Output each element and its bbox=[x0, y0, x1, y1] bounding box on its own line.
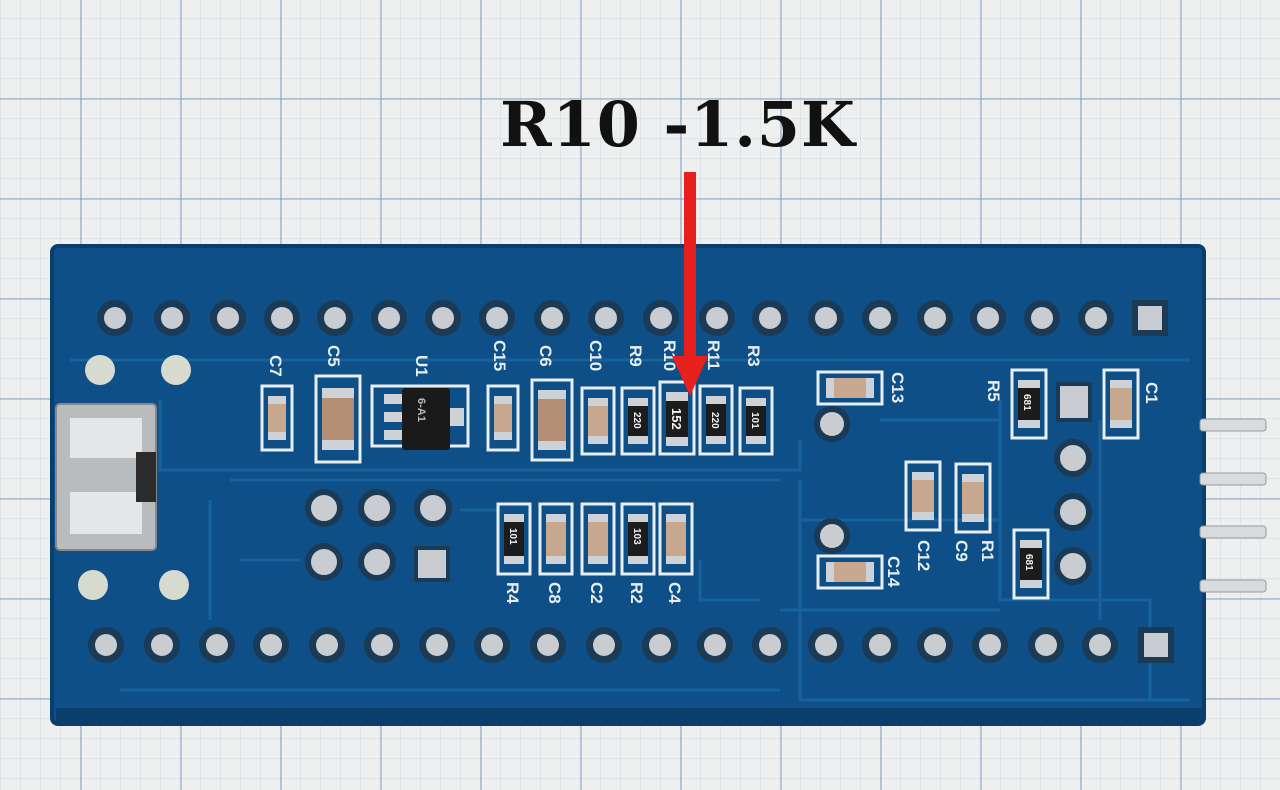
code-r2: 103 bbox=[631, 528, 642, 545]
code-r10: 152 bbox=[669, 408, 684, 430]
silk-labels-right: C13 R5 C1 C12 C9 R1 C14 bbox=[884, 372, 1161, 588]
label-c13: C13 bbox=[888, 372, 907, 403]
component-outlines bbox=[260, 368, 1140, 600]
label-r1: R1 bbox=[978, 540, 997, 562]
label-c10: C10 bbox=[586, 340, 605, 371]
code-r11: 220 bbox=[709, 412, 720, 429]
code-r9: 220 bbox=[631, 412, 642, 429]
usb-connector bbox=[55, 403, 157, 551]
label-c14: C14 bbox=[884, 556, 903, 588]
silk-labels-bottom: R4 C8 C2 R2 C4 bbox=[503, 582, 684, 604]
annotation-label: R10 -1.5K bbox=[500, 88, 856, 161]
label-r2: R2 bbox=[627, 582, 646, 604]
label-r4: R4 bbox=[503, 582, 522, 604]
smd-bodies bbox=[268, 378, 1132, 588]
label-u1: U1 bbox=[412, 355, 431, 377]
u1-regulator bbox=[384, 388, 464, 450]
label-r10: R10 bbox=[660, 340, 679, 371]
code-r5: 681 bbox=[1021, 394, 1032, 411]
code-r6: 681 bbox=[1023, 554, 1034, 571]
label-c4: C4 bbox=[665, 582, 684, 604]
pads-misc bbox=[78, 355, 1092, 600]
label-r9: R9 bbox=[626, 345, 645, 367]
label-c1: C1 bbox=[1142, 382, 1161, 404]
label-r3: R3 bbox=[744, 345, 763, 367]
label-c2: C2 bbox=[587, 582, 606, 604]
side-pins bbox=[1199, 418, 1267, 593]
label-c9: C9 bbox=[952, 540, 971, 562]
header-pins-bottom bbox=[88, 627, 1174, 663]
label-c7: C7 bbox=[266, 355, 285, 377]
code-r4: 101 bbox=[507, 528, 518, 545]
part-code-marks: 220 152 220 101 101 103 681 681 6-A1 bbox=[415, 394, 1034, 571]
silk-labels-top: C7 C5 U1 C15 C6 C10 R9 R10 R11 R3 bbox=[266, 340, 763, 377]
label-c6: C6 bbox=[536, 345, 555, 367]
arrow-pointer bbox=[672, 172, 708, 396]
label-r11: R11 bbox=[704, 340, 723, 370]
code-r3: 101 bbox=[749, 412, 760, 429]
label-c12: C12 bbox=[914, 540, 933, 571]
label-r5: R5 bbox=[984, 380, 1003, 402]
header-pins-top bbox=[97, 300, 1168, 336]
code-u1: 6-A1 bbox=[415, 398, 427, 422]
label-c5: C5 bbox=[324, 345, 343, 367]
label-c8: C8 bbox=[545, 582, 564, 604]
label-c15: C15 bbox=[490, 340, 509, 371]
pcb-board-edge-bottom bbox=[56, 708, 1202, 724]
